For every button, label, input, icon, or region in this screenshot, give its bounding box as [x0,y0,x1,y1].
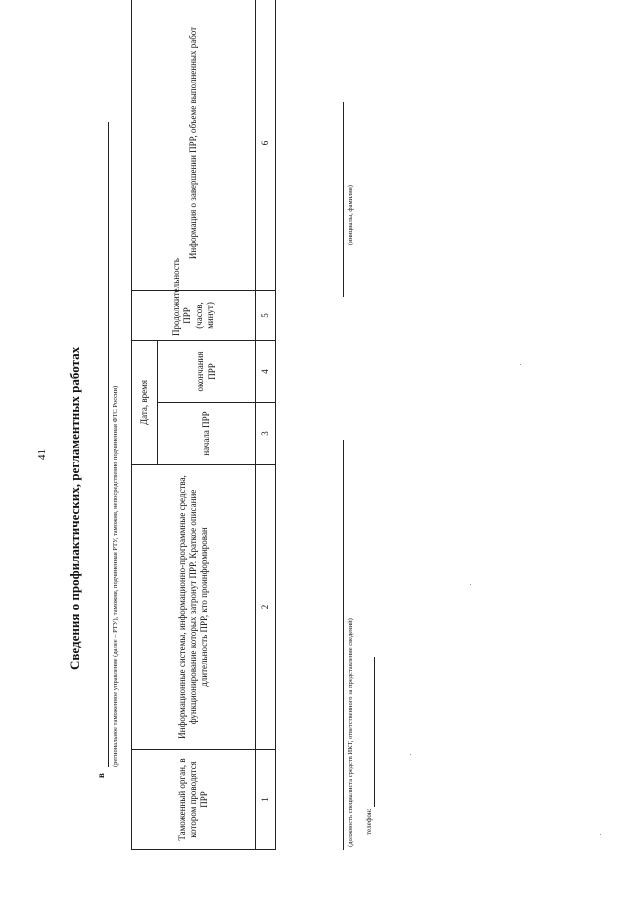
header-customs-body: Таможенный орган, в котором проводятся П… [131,749,256,850]
header-end: окончания ПРР [157,340,256,403]
header-start: начала ПРР [157,402,256,465]
scan-speck [470,584,471,585]
name-caption: (инициалы, фамилия) [347,185,354,245]
scan-speck [410,754,411,755]
ppr-table: Таможенный орган, в котором проводятся П… [131,0,276,850]
position-caption: (должность специалиста средств ИКТ, отве… [347,618,354,847]
header-info-systems: Информационные системы, информационно-пр… [131,464,256,750]
phone-label: телефон: [365,808,373,835]
header-completion-info: Информация о завершении ПРР, объеме выпо… [131,0,256,291]
scan-speck [600,834,601,835]
scan-speck [520,364,521,365]
col-number-4: 4 [255,340,276,403]
form-title: Сведения о профилактических, регламентны… [67,346,82,670]
col-number-5: 5 [255,290,276,341]
name-line [343,102,344,297]
col-number-1: 1 [255,749,276,850]
org-name-line [108,122,109,767]
prefix-letter: в [96,773,106,778]
header-duration: Продолжительность ПРР (часов, минут) [131,258,256,341]
position-line [343,440,344,850]
page-number: 41 [36,449,48,460]
phone-line [374,657,375,807]
col-number-3: 3 [255,402,276,465]
col-number-2: 2 [255,464,276,750]
header-date-time: Дата, время [131,340,158,465]
org-caption: (региональное таможенное управление (дал… [112,385,119,767]
col-number-6: 6 [255,0,276,291]
